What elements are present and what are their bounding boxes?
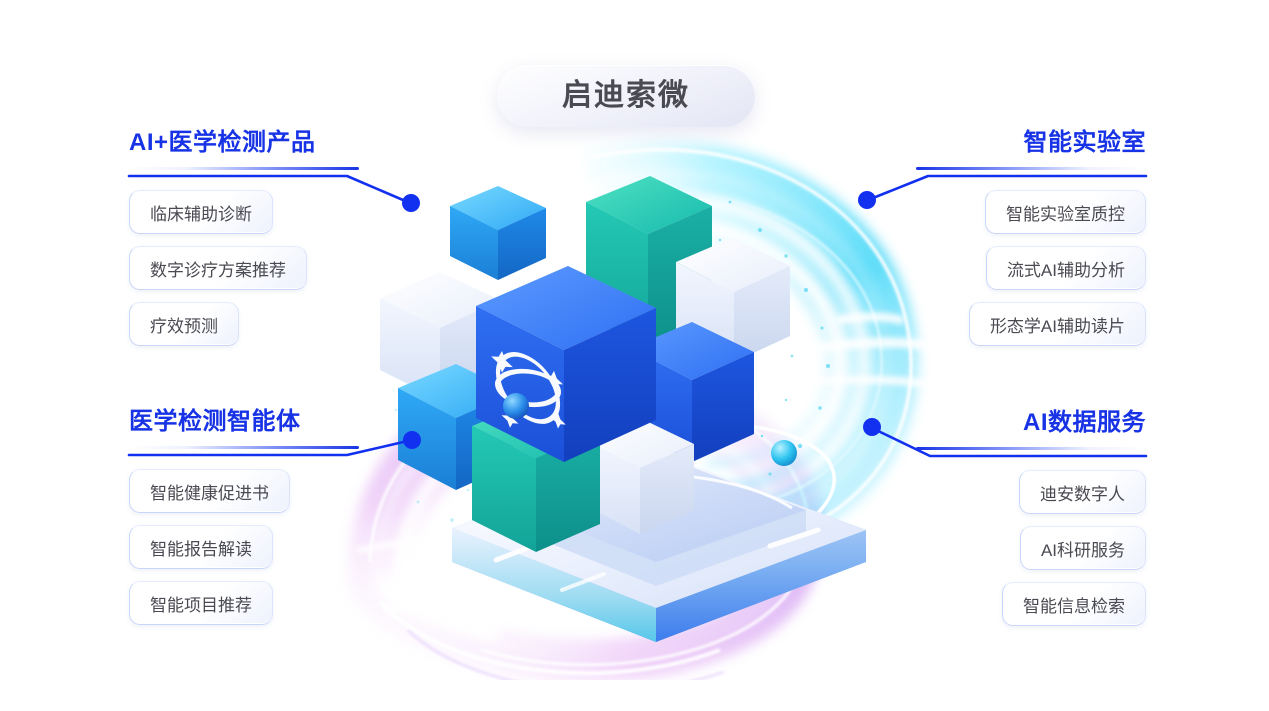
central-3d-graphic	[346, 140, 939, 680]
card-item[interactable]: 智能项目推荐	[129, 581, 273, 625]
card-list-bottom-right: 迪安数字人 AI科研服务 智能信息检索	[916, 470, 1146, 626]
section-heading-top-left: AI+医学检测产品	[129, 129, 316, 156]
section-rule-top-left	[129, 167, 359, 170]
card-item[interactable]: 形态学AI辅助读片	[968, 302, 1146, 346]
section-bottom-right: AI数据服务 迪安数字人 AI科研服务 智能信息检索	[916, 411, 1146, 626]
main-title-pill: 启迪索微	[497, 65, 755, 127]
section-heading-bottom-left: 医学检测智能体	[129, 408, 301, 435]
light-trail-foreground	[378, 600, 725, 680]
card-item[interactable]: 智能信息检索	[1002, 582, 1146, 626]
card-item[interactable]: 智能健康促进书	[129, 469, 290, 513]
cube-white-right	[676, 238, 790, 362]
cube-blue-main	[476, 266, 656, 462]
section-bottom-left: 医学检测智能体 智能健康促进书 智能报告解读 智能项目推荐	[129, 410, 359, 625]
card-item[interactable]: 流式AI辅助分析	[985, 246, 1146, 290]
card-item[interactable]: 智能实验室质控	[985, 190, 1146, 234]
section-rule-bottom-left	[129, 446, 359, 449]
page-title: 启迪索微	[562, 79, 690, 112]
sphere-blue	[503, 393, 529, 419]
section-heading-bottom-right: AI数据服务	[1023, 409, 1146, 436]
section-top-left: AI+医学检测产品 临床辅助诊断 数字诊疗方案推荐 疗效预测	[129, 131, 359, 346]
orbit-sparkle-icon	[491, 350, 566, 429]
section-top-right: 智能实验室 智能实验室质控 流式AI辅助分析 形态学AI辅助读片	[916, 131, 1146, 346]
section-heading-top-right: 智能实验室	[1023, 129, 1146, 156]
section-rule-bottom-right	[916, 447, 1146, 450]
card-list-top-left: 临床辅助诊断 数字诊疗方案推荐 疗效预测	[129, 190, 359, 346]
card-item[interactable]: 临床辅助诊断	[129, 190, 273, 234]
card-list-top-right: 智能实验室质控 流式AI辅助分析 形态学AI辅助读片	[916, 190, 1146, 346]
card-item[interactable]: 智能报告解读	[129, 525, 273, 569]
section-rule-top-right	[916, 167, 1146, 170]
card-item[interactable]: 迪安数字人	[1019, 470, 1146, 514]
card-item[interactable]: AI科研服务	[1019, 526, 1146, 570]
cube-cyan-topleft	[450, 186, 546, 280]
sphere-cyan	[771, 440, 797, 466]
card-item[interactable]: 疗效预测	[129, 302, 239, 346]
card-item[interactable]: 数字诊疗方案推荐	[129, 246, 307, 290]
card-list-bottom-left: 智能健康促进书 智能报告解读 智能项目推荐	[129, 469, 359, 625]
